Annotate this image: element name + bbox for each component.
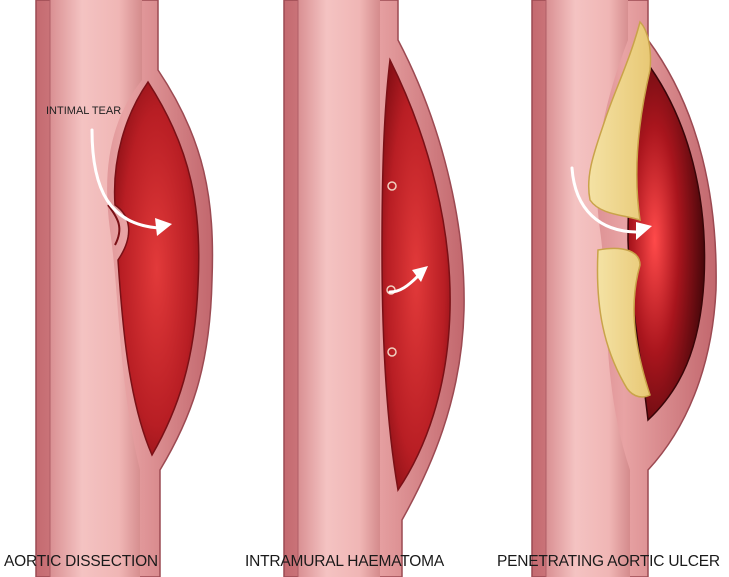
true-lumen bbox=[298, 0, 380, 577]
panel-penetrating-aortic-ulcer bbox=[532, 0, 716, 577]
caption-intramural-haematoma: INTRAMURAL HAEMATOMA bbox=[245, 553, 444, 571]
intimal-tear-label: INTIMAL TEAR bbox=[46, 105, 121, 117]
panel-aortic-dissection bbox=[36, 0, 212, 577]
caption-aortic-dissection: AORTIC DISSECTION bbox=[4, 553, 158, 571]
caption-penetrating-aortic-ulcer: PENETRATING AORTIC ULCER bbox=[497, 553, 720, 571]
panel-intramural-haematoma bbox=[284, 0, 464, 577]
